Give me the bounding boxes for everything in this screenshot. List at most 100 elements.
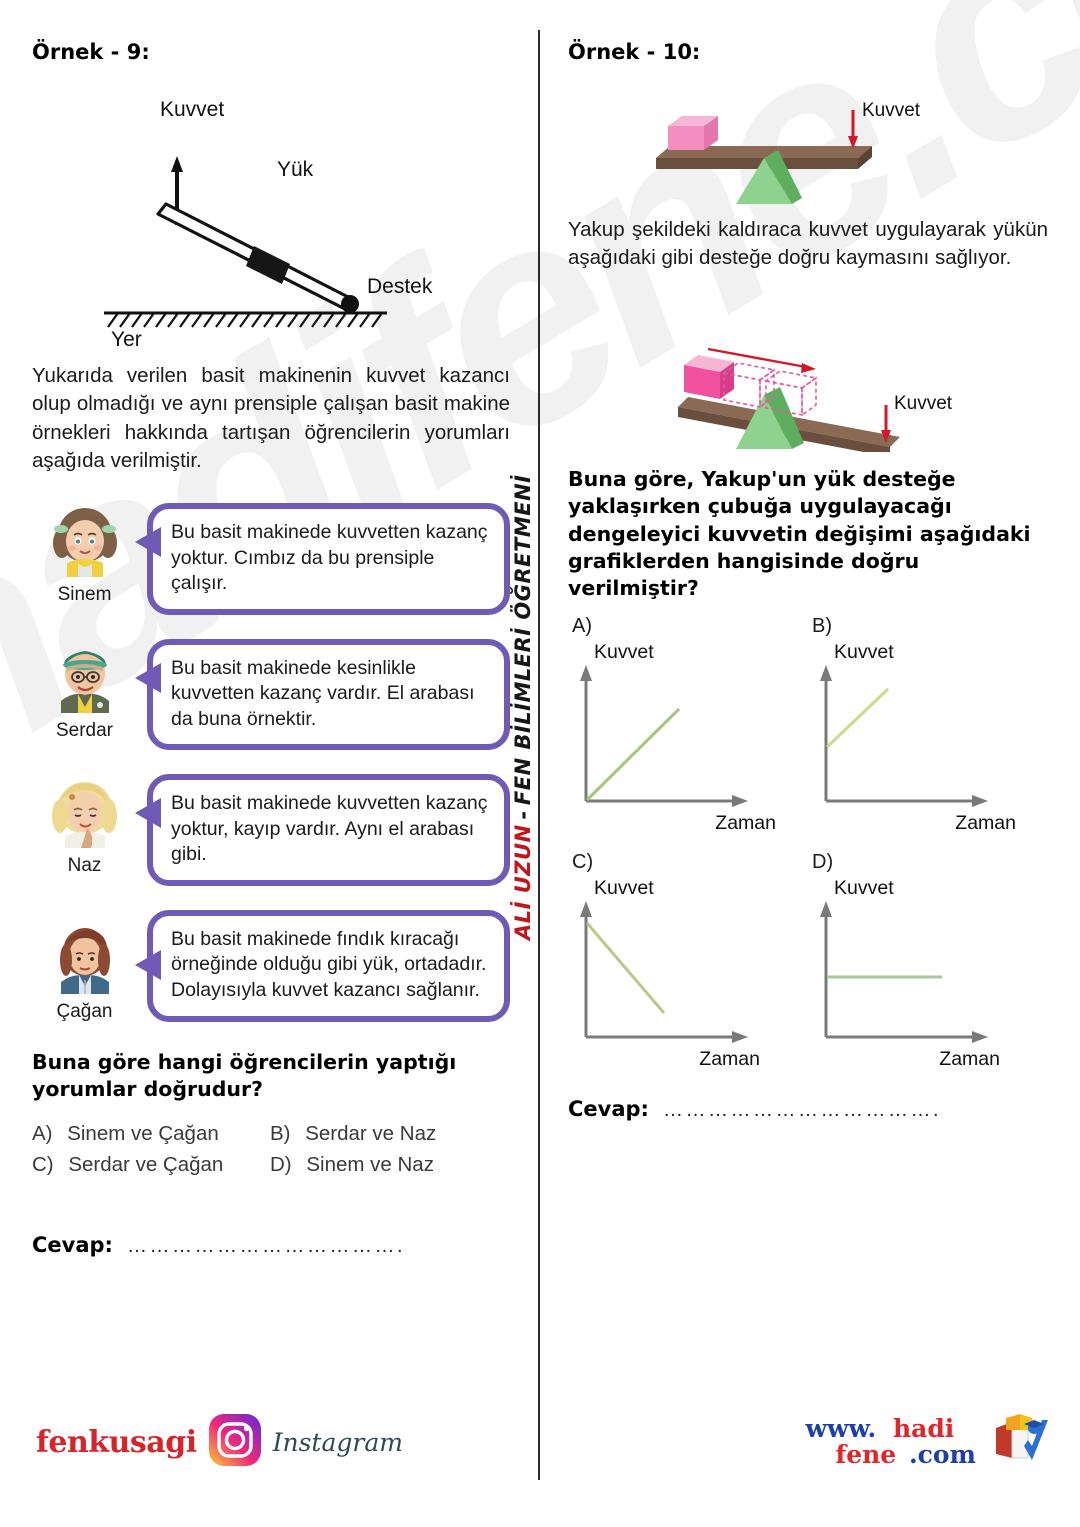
graph-a-label: A) (572, 614, 592, 637)
option-b[interactable]: B) Serdar ve Naz (270, 1122, 508, 1146)
column-divider (538, 30, 540, 1480)
avatar-naz (47, 772, 123, 853)
figure-ground-label: Yer (111, 328, 142, 351)
figure-force-label: Kuvvet (160, 98, 225, 121)
option-a-label: A) (32, 1121, 53, 1145)
bubble-tail-serdar (135, 662, 161, 693)
site-www: www. (805, 1414, 877, 1443)
right-answer-blank[interactable]: ……………………………….. (662, 1098, 938, 1121)
graph-d-box: Kuvvet Zaman (808, 876, 1040, 1070)
bubble-wrap-cagan: Bu basit makinede fındık kıracağı örneği… (135, 904, 510, 1022)
option-b-label: B) (270, 1121, 291, 1145)
graph-options: A) Kuvvet Zaman (568, 615, 1048, 1073)
instagram-handle: fenkusagi (36, 1425, 197, 1460)
bubble-tail-sinem (135, 527, 161, 558)
teacher-name: ALİ UZUN (511, 824, 535, 940)
teacher-role: FEN BİLİMLERİ ÖĞRETMENİ (511, 474, 535, 806)
footer-site-block[interactable]: www. hadi fene .com (805, 1408, 1052, 1475)
option-c[interactable]: C) Serdar ve Çağan (32, 1153, 270, 1177)
left-answer-blank[interactable]: ……………………………….. (126, 1234, 402, 1257)
graph-d-label: D) (812, 850, 834, 873)
graph-a-xlabel: Zaman (715, 811, 776, 834)
option-d-label: D) (270, 1152, 292, 1176)
graph-a-box: Kuvvet Zaman (568, 640, 800, 834)
option-c-label: C) (32, 1152, 54, 1176)
graph-c-label: C) (572, 850, 594, 873)
avatar-block-naz: Naz (32, 768, 137, 877)
inclined-plane-figure: Kuvvet Yük Destek Yer (32, 70, 510, 351)
lever-figure-balanced: Kuvvet (568, 78, 1048, 208)
right-answer-label: Cevap: (568, 1096, 649, 1121)
avatar-sinem (47, 501, 123, 582)
option-a-text: Sinem ve Çağan (67, 1121, 219, 1145)
student-name-sinem: Sinem (57, 584, 112, 606)
bubble-wrap-serdar: Bu basit makinede kesinlikle kuvvetten k… (135, 633, 510, 751)
option-a[interactable]: A) Sinem ve Çağan (32, 1122, 270, 1146)
left-question: Buna göre hangi öğrencilerin yaptığı yor… (32, 1049, 457, 1102)
student-row-serdar: Serdar Bu basit makinede kesinlikle kuvv… (32, 633, 510, 751)
site-hadi: hadi (892, 1414, 955, 1443)
speech-bubble-sinem: Bu basit makinede kuvvetten kazanç yoktu… (147, 503, 510, 615)
left-column: Örnek - 9: (32, 40, 510, 1258)
avatar-serdar (47, 637, 123, 718)
site-com: .com (908, 1439, 976, 1469)
speech-bubble-naz: Bu basit makinede kuvvetten kazanç yoktu… (147, 774, 510, 886)
graph-c-xlabel: Zaman (699, 1047, 760, 1070)
graph-a-ylabel: Kuvvet (594, 640, 654, 663)
right-intro-text: Yakup şekildeki kaldıraca kuvvet uygulay… (568, 218, 1048, 270)
right-question: Buna göre, Yakup'un yük desteğe yaklaşır… (568, 466, 1031, 601)
student-row-sinem: Sinem Bu basit makinede kuvvetten kazanç… (32, 497, 510, 615)
avatar-cagan (47, 918, 123, 999)
graph-row-bottom: C) Kuvvet Zaman (568, 851, 1048, 1073)
left-answer-label: Cevap: (32, 1232, 113, 1257)
student-name-naz: Naz (67, 855, 102, 877)
page-footer: fenkusagi Instagram (0, 1398, 1080, 1508)
instagram-icon[interactable] (207, 1412, 263, 1473)
option-row-1: A) Sinem ve Çağan B) Serdar ve Naz (32, 1122, 510, 1146)
right-column: Örnek - 10: Kuvvet Yakup şekildek (568, 40, 1048, 1122)
student-name-cagan: Çağan (56, 1000, 113, 1022)
footer-instagram-block[interactable]: fenkusagi Instagram (36, 1412, 403, 1473)
bubble-tail-naz (135, 798, 161, 829)
figure-load-label: Yük (277, 158, 314, 181)
graph-option-d[interactable]: D) Kuvvet Zaman (808, 851, 1048, 1073)
graph-c-box: Kuvvet Zaman (568, 876, 800, 1070)
graph-b-label: B) (812, 614, 832, 637)
right-example-title: Örnek - 10: (568, 40, 701, 64)
site-url-line2: fene .com (835, 1439, 976, 1469)
lever2-force-label: Kuvvet (894, 392, 953, 414)
figure-fulcrum-label: Destek (367, 275, 433, 298)
student-name-serdar: Serdar (55, 719, 114, 741)
left-example-title: Örnek - 9: (32, 40, 150, 64)
graph-option-c[interactable]: C) Kuvvet Zaman (568, 851, 808, 1073)
graph-b-box: Kuvvet Zaman (808, 640, 1040, 834)
option-d[interactable]: D) Sinem ve Naz (270, 1153, 508, 1177)
graph-row-top: A) Kuvvet Zaman (568, 615, 1048, 837)
graph-b-xlabel: Zaman (955, 811, 1016, 834)
left-answer-line: Cevap: ……………………………….. (32, 1233, 510, 1258)
hadifene-logo-icon (990, 1408, 1052, 1475)
credit-separator: - (511, 810, 535, 820)
graph-d-xlabel: Zaman (939, 1047, 1000, 1070)
graph-c-ylabel: Kuvvet (594, 876, 654, 899)
option-row-2: C) Serdar ve Çağan D) Sinem ve Naz (32, 1153, 510, 1177)
option-d-text: Sinem ve Naz (306, 1152, 434, 1176)
lever-figure-tilted: Kuvvet (568, 287, 1048, 457)
speech-bubble-cagan: Bu basit makinede fındık kıracağı örneği… (147, 909, 510, 1022)
site-url: www. hadi fene .com (805, 1416, 976, 1467)
student-row-naz: Naz Bu basit makinede kuvvetten kazanç y… (32, 768, 510, 886)
teacher-credit: ALİ UZUN - FEN BİLİMLERİ ÖĞRETMENİ (506, 475, 540, 940)
graph-option-b[interactable]: B) Kuvvet Zaman (808, 615, 1048, 837)
lever1-force-label: Kuvvet (862, 100, 921, 121)
graph-d-ylabel: Kuvvet (834, 876, 894, 899)
bubble-wrap-sinem: Bu basit makinede kuvvetten kazanç yoktu… (135, 497, 510, 615)
site-url-line1: www. hadi (805, 1416, 976, 1442)
graph-option-a[interactable]: A) Kuvvet Zaman (568, 615, 808, 837)
avatar-block-sinem: Sinem (32, 497, 137, 606)
avatar-block-cagan: Çağan (32, 904, 137, 1023)
left-intro-text: Yukarıda verilen basit makinenin kuvvet … (32, 364, 510, 472)
graph-b-ylabel: Kuvvet (834, 640, 894, 663)
student-row-cagan: Çağan Bu basit makinede fındık kıracağı … (32, 904, 510, 1023)
option-b-text: Serdar ve Naz (305, 1121, 437, 1145)
